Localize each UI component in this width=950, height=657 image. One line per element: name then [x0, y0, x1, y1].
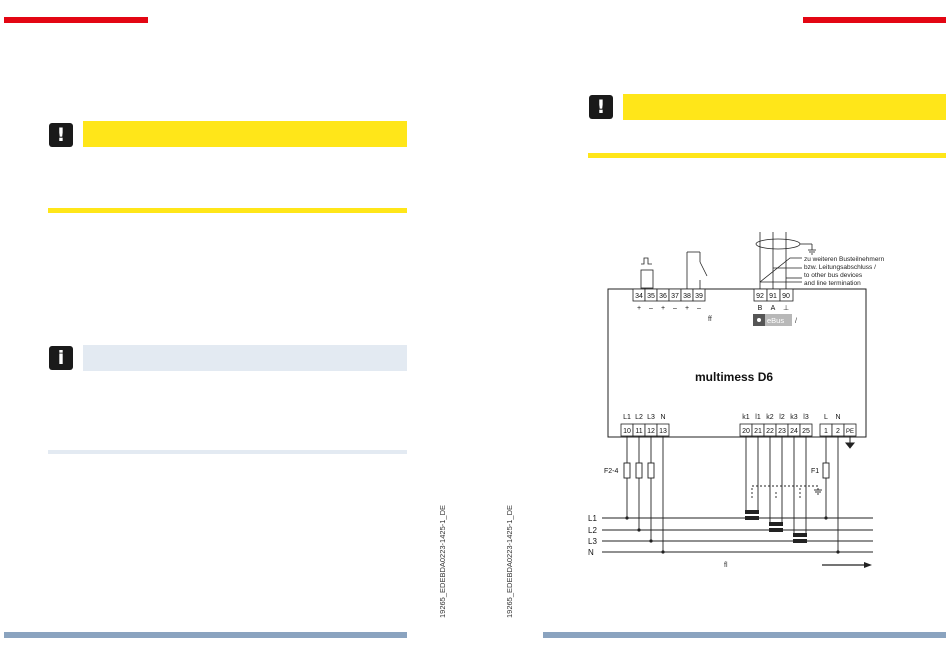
info-divider [48, 450, 407, 454]
terminal-block-voltage: L1 L2 L3 N 10 11 12 13 [620, 414, 670, 437]
device-name: multimess D6 [695, 370, 773, 384]
terminal-block-current: k1 l1 k2 l2 k3 l3 20 21 22 23 24 25 [739, 414, 813, 437]
voltage-label: L2 [635, 414, 643, 421]
terminal-label: PE [846, 429, 854, 435]
line-label: L2 [588, 526, 597, 535]
fuse-label: F1 [811, 468, 819, 475]
voltage-label: L1 [623, 414, 631, 421]
exclamation-icon: ! [589, 95, 613, 119]
header-accent-bar-left [4, 17, 148, 23]
polarity-label: – [673, 305, 677, 312]
bus-label: A [771, 305, 776, 312]
terminal-block-bus: 92 91 90 B A ⊥ zu weiteren Busteilnehmer… [753, 232, 885, 326]
terminal-label: 38 [683, 293, 691, 300]
bus-note-line: bzw. Leitungsabschluss / [804, 264, 876, 271]
current-label: k1 [742, 414, 750, 421]
bus-note-line: zu weiteren Busteilnehmern [804, 256, 885, 263]
ebus-logo: eBus [753, 314, 792, 326]
bus-note-line: and line termination [804, 280, 861, 287]
current-label: l2 [779, 414, 785, 421]
exclamation-icon: ! [49, 123, 73, 147]
info-icon: i [49, 346, 73, 370]
terminal-label: 2 [836, 428, 840, 435]
terminal-label: 22 [766, 428, 774, 435]
wiring-lines [602, 436, 873, 553]
terminal-label: 39 [695, 293, 703, 300]
terminal-label: 37 [671, 293, 679, 300]
terminal-label: 36 [659, 293, 667, 300]
label-ff: ff [708, 316, 712, 323]
footer-bar-left [4, 632, 407, 638]
svg-text:eBus: eBus [767, 316, 784, 325]
terminal-label: 90 [782, 293, 790, 300]
terminal-label: 92 [756, 293, 764, 300]
polarity-label: + [637, 305, 641, 312]
terminal-label: 13 [659, 428, 667, 435]
polarity-label: – [649, 305, 653, 312]
terminal-label: 10 [623, 428, 631, 435]
terminal-label: 20 [742, 428, 750, 435]
warning-divider [48, 208, 407, 213]
footer-bar-right [543, 632, 946, 638]
warning-header-box [83, 121, 407, 147]
voltage-label: N [660, 414, 665, 421]
terminal-label: 12 [647, 428, 655, 435]
current-label: l1 [755, 414, 761, 421]
terminal-label: 24 [790, 428, 798, 435]
terminal-label: 34 [635, 293, 643, 300]
terminal-block-top-left: 34 35 36 37 38 39 + – + – + – ff [632, 251, 712, 323]
warning-header-box-right [623, 94, 946, 120]
polarity-label: + [685, 305, 689, 312]
supply-label: L [824, 414, 828, 421]
bus-label: B [758, 305, 763, 312]
terminal-label: 21 [754, 428, 762, 435]
warning-divider-right [588, 153, 946, 158]
current-transformers [745, 510, 807, 543]
terminal-label: 23 [778, 428, 786, 435]
voltage-label: L3 [647, 414, 655, 421]
terminal-label: 11 [635, 428, 642, 435]
header-accent-bar-right [803, 17, 946, 23]
bus-note-line: to other bus devices [804, 272, 863, 279]
line-label: N [588, 548, 594, 557]
terminal-label: 91 [769, 293, 777, 300]
polarity-label: – [697, 305, 701, 312]
line-label: L3 [588, 537, 597, 546]
terminal-label: 35 [647, 293, 655, 300]
info-header-box [83, 345, 407, 371]
terminal-label: 1 [824, 428, 828, 435]
current-label: l3 [803, 414, 809, 421]
bus-label: ⊥ [783, 305, 789, 312]
terminal-label: 25 [802, 428, 810, 435]
current-label: k2 [766, 414, 774, 421]
current-label: k3 [790, 414, 798, 421]
label-fl: fl [724, 562, 728, 569]
supply-label: N [835, 414, 840, 421]
polarity-label: + [661, 305, 665, 312]
arrow-right-icon [822, 562, 872, 568]
slash-mark: / [795, 318, 797, 325]
fuse-label: F2-4 [604, 468, 619, 475]
line-label: L1 [588, 514, 597, 523]
